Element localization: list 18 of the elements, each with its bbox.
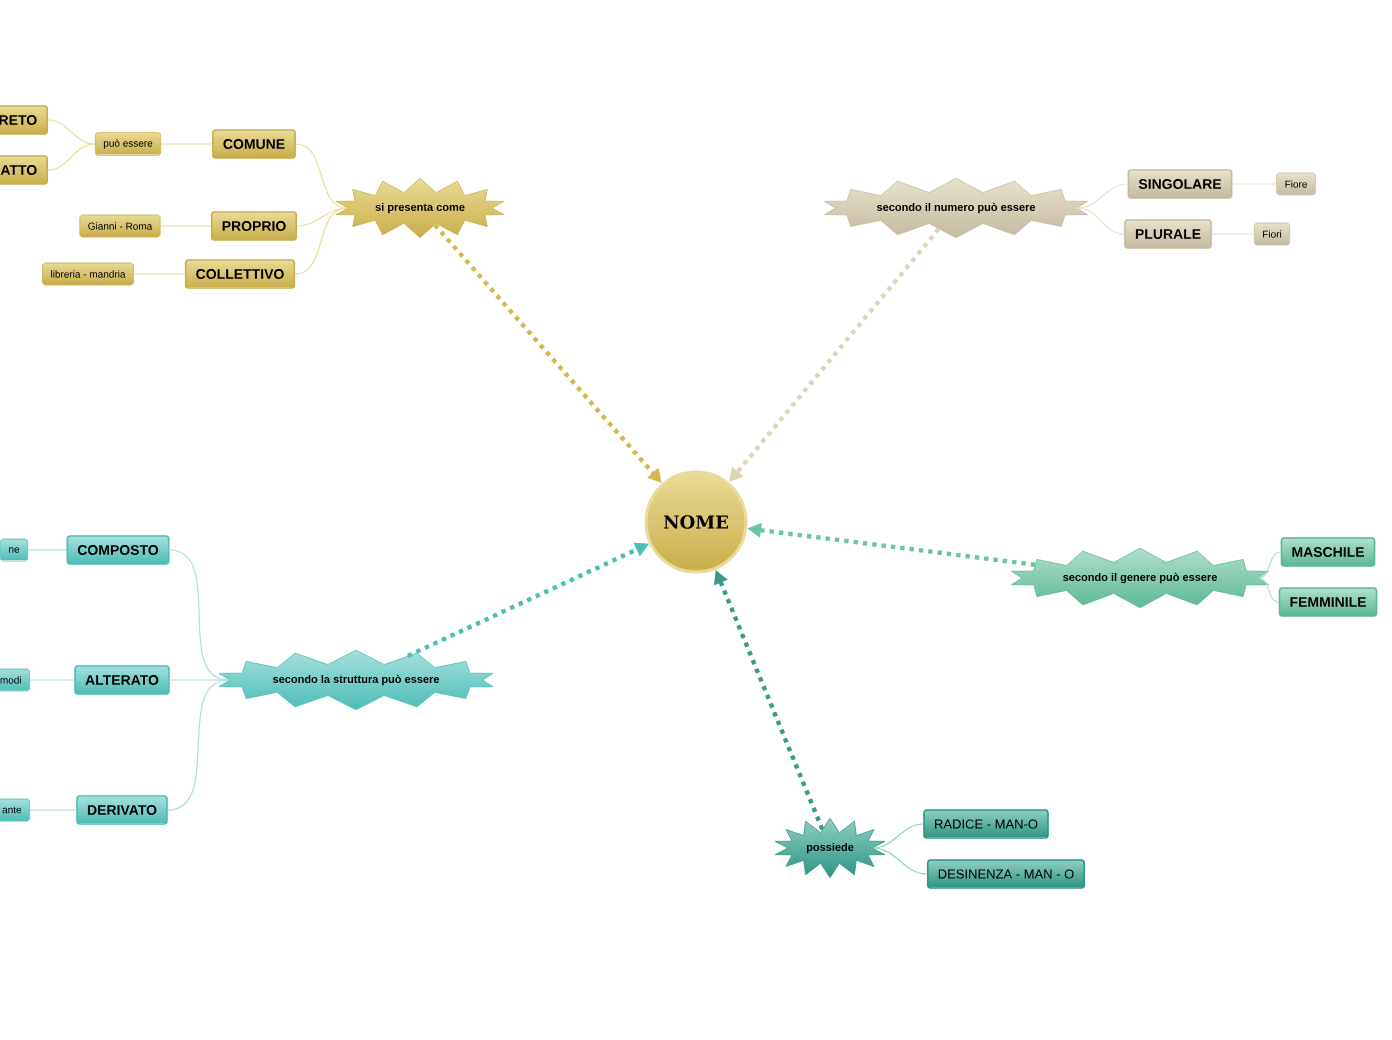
connector-line — [167, 679, 230, 811]
connector-line — [872, 823, 924, 849]
connector-line — [27, 549, 68, 551]
connector-line — [1258, 551, 1282, 579]
connector-line — [295, 143, 348, 209]
connector-line — [1077, 183, 1129, 209]
connector-line — [1077, 207, 1125, 235]
connector-line — [47, 143, 96, 171]
connector-line — [133, 273, 186, 275]
connector-line — [872, 847, 928, 875]
connector-line — [160, 143, 213, 145]
connector-line — [47, 119, 96, 145]
connector-line — [29, 809, 77, 811]
connector-line — [1258, 577, 1280, 603]
connector-line — [169, 679, 230, 681]
connector-line — [294, 207, 348, 275]
connector-line — [160, 225, 212, 227]
connector-line — [29, 679, 75, 681]
